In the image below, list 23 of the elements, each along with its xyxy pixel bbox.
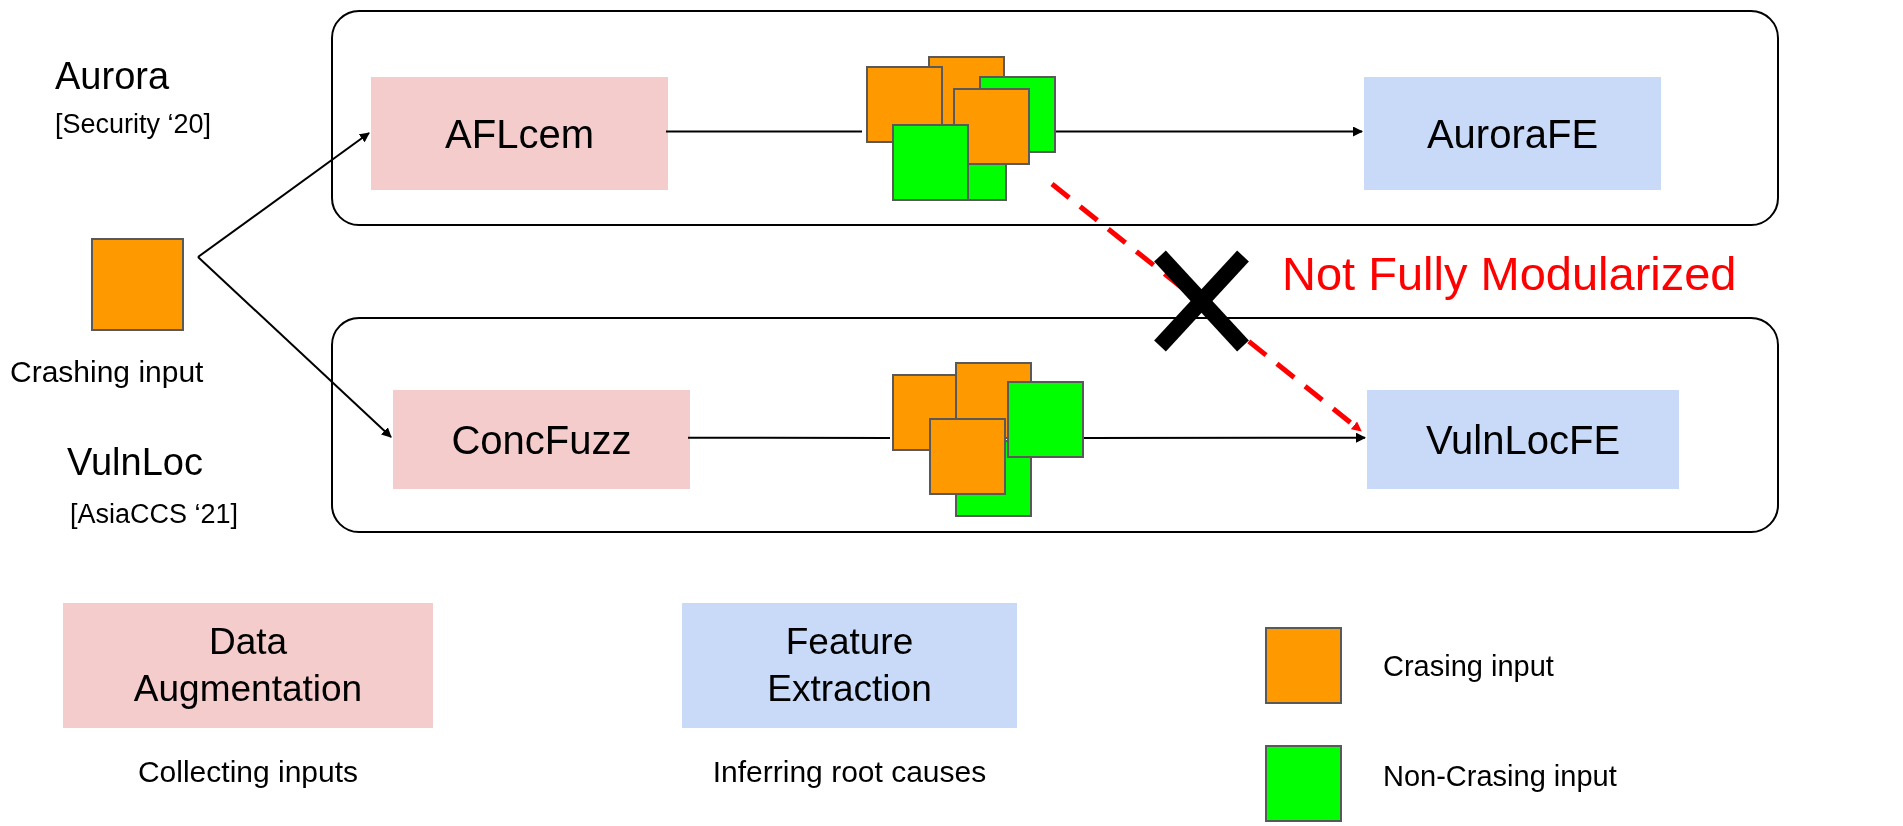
augmentation-box: AFLcem xyxy=(371,77,668,190)
legend-label: Non-Crasing input xyxy=(1383,762,1617,791)
augmentation-box: ConcFuzz xyxy=(393,390,690,489)
legend-label: Feature Extraction xyxy=(766,620,933,711)
venue-label: [AsiaCCS ‘21] xyxy=(70,501,239,528)
arrow xyxy=(197,132,370,258)
venue-label: [Security ‘20] xyxy=(55,111,212,138)
feature-extraction-box: AuroraFE xyxy=(1364,77,1661,190)
legend-label: Crasing input xyxy=(1383,652,1554,681)
arrow xyxy=(197,256,392,438)
arrow xyxy=(1083,432,1366,443)
group-frame xyxy=(331,10,1779,226)
input-square xyxy=(91,238,184,331)
legend-label: Data Augmentation xyxy=(132,620,364,711)
arrow xyxy=(1055,126,1363,137)
input-stack-drawing xyxy=(892,362,1086,518)
legend-caption: Collecting inputs xyxy=(136,757,360,787)
legend-caption: Inferring root causes xyxy=(711,757,988,787)
node-caption: VulnLoc xyxy=(67,443,203,481)
node-caption: Crashing input xyxy=(10,357,204,387)
node-caption: Aurora xyxy=(55,57,170,95)
feature-extraction-box: VulnLocFE xyxy=(1367,390,1679,489)
group-frame xyxy=(331,317,1779,533)
